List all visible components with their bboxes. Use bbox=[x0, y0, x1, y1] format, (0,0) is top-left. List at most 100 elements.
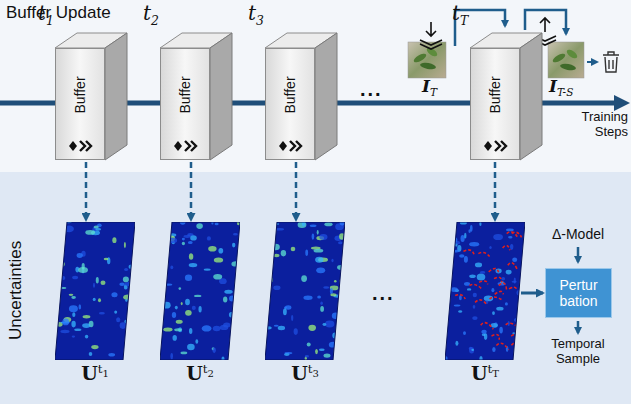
heat-speck bbox=[479, 356, 482, 360]
heat-speck bbox=[454, 304, 461, 306]
heat-speck bbox=[214, 257, 223, 262]
heat-speck bbox=[120, 322, 127, 329]
heatmap-content bbox=[445, 222, 525, 360]
heat-speck bbox=[71, 296, 76, 299]
buffer-label: Buffer bbox=[487, 77, 503, 114]
heat-speck bbox=[104, 258, 109, 260]
heat-speck bbox=[471, 349, 474, 351]
heat-speck bbox=[96, 277, 99, 283]
heat-speck bbox=[238, 256, 240, 262]
buffer-block: Buffer bbox=[265, 48, 315, 160]
heat-speck bbox=[219, 278, 227, 284]
heat-speck bbox=[330, 288, 333, 294]
heatmap bbox=[265, 222, 345, 360]
high-uncertainty-mark bbox=[490, 297, 503, 300]
heat-speck bbox=[323, 286, 329, 288]
map-label: Ut2 bbox=[160, 362, 240, 384]
high-uncertainty-mark bbox=[508, 263, 517, 269]
heat-speck bbox=[459, 254, 464, 257]
heat-speck bbox=[223, 297, 227, 303]
heat-speck bbox=[291, 315, 293, 321]
heat-speck bbox=[489, 246, 491, 249]
heat-speck bbox=[492, 347, 495, 352]
heat-speck bbox=[222, 357, 225, 360]
heat-speck bbox=[315, 257, 323, 263]
heat-speck bbox=[194, 295, 201, 297]
heat-speck bbox=[324, 222, 332, 226]
box-label: Pertur bation bbox=[550, 277, 607, 309]
heat-speck bbox=[232, 243, 235, 248]
subscript: 3 bbox=[256, 13, 264, 28]
heat-speck bbox=[274, 325, 279, 327]
heat-speck bbox=[208, 246, 216, 252]
panel-title: Buffer Update bbox=[6, 3, 111, 23]
heat-speck bbox=[272, 222, 275, 227]
symbol-label: t3 bbox=[248, 2, 264, 28]
leaf bbox=[560, 63, 577, 72]
heat-speck bbox=[162, 255, 168, 260]
heat-speck bbox=[108, 353, 115, 357]
heat-speck bbox=[202, 325, 212, 331]
high-uncertainty-mark bbox=[511, 343, 519, 348]
heat-speck bbox=[162, 302, 171, 309]
heat-speck bbox=[124, 268, 128, 271]
high-uncertainty-mark bbox=[478, 252, 489, 256]
heat-speck bbox=[307, 342, 311, 346]
heat-speck bbox=[499, 327, 503, 334]
heat-speck bbox=[60, 230, 63, 234]
superscript: t1 bbox=[98, 362, 109, 376]
superscript-base: t bbox=[308, 362, 313, 376]
heat-speck bbox=[89, 352, 93, 356]
heat-speck bbox=[99, 312, 105, 314]
heat-speck bbox=[510, 244, 513, 250]
heat-speck bbox=[233, 233, 238, 235]
heat-speck bbox=[463, 331, 466, 335]
map-label: Ut3 bbox=[265, 362, 345, 384]
symbol-label: t1 bbox=[38, 2, 54, 28]
heat-speck bbox=[506, 229, 514, 232]
heat-speck bbox=[112, 237, 116, 243]
heat-speck bbox=[71, 321, 75, 328]
input-arrow bbox=[577, 247, 580, 262]
heat-speck bbox=[479, 222, 481, 226]
heat-speck bbox=[316, 267, 325, 273]
heat-speck bbox=[93, 283, 95, 288]
heat-speck bbox=[464, 282, 470, 286]
leaf bbox=[412, 52, 427, 64]
heatmap-ground bbox=[265, 222, 345, 360]
heat-speck bbox=[101, 280, 106, 285]
heat-speck bbox=[271, 223, 279, 225]
heat-speck bbox=[233, 331, 240, 334]
heat-speck bbox=[330, 293, 336, 296]
heat-speck bbox=[512, 281, 517, 283]
image-frame bbox=[548, 42, 584, 78]
map-label: UtT bbox=[445, 362, 525, 384]
heat-speck bbox=[315, 349, 318, 354]
heat-speck bbox=[83, 315, 91, 318]
high-uncertainty-mark bbox=[475, 300, 487, 305]
connector bbox=[295, 162, 298, 220]
heat-speck bbox=[213, 274, 222, 280]
heat-speck bbox=[505, 302, 508, 305]
heat-speck bbox=[459, 295, 462, 300]
subscript: 1 bbox=[46, 13, 54, 28]
heat-speck bbox=[303, 296, 312, 300]
heatmap-border bbox=[55, 222, 135, 360]
high-uncertainty-mark bbox=[496, 343, 508, 350]
heat-speck bbox=[273, 286, 280, 291]
heat-speck bbox=[305, 355, 309, 358]
symbol-base: U bbox=[471, 362, 488, 384]
heat-speck bbox=[189, 263, 198, 267]
heat-speck bbox=[308, 325, 316, 331]
heat-speck bbox=[469, 347, 474, 354]
heat-speck bbox=[491, 323, 498, 328]
high-uncertainty-mark bbox=[492, 334, 500, 339]
heat-speck bbox=[184, 235, 191, 238]
superscript-base: t bbox=[488, 362, 493, 376]
heat-speck bbox=[320, 306, 324, 312]
map-label: Ut1 bbox=[55, 362, 135, 384]
heat-speck bbox=[334, 280, 337, 283]
heat-speck bbox=[332, 313, 340, 320]
heat-speck bbox=[477, 274, 486, 281]
